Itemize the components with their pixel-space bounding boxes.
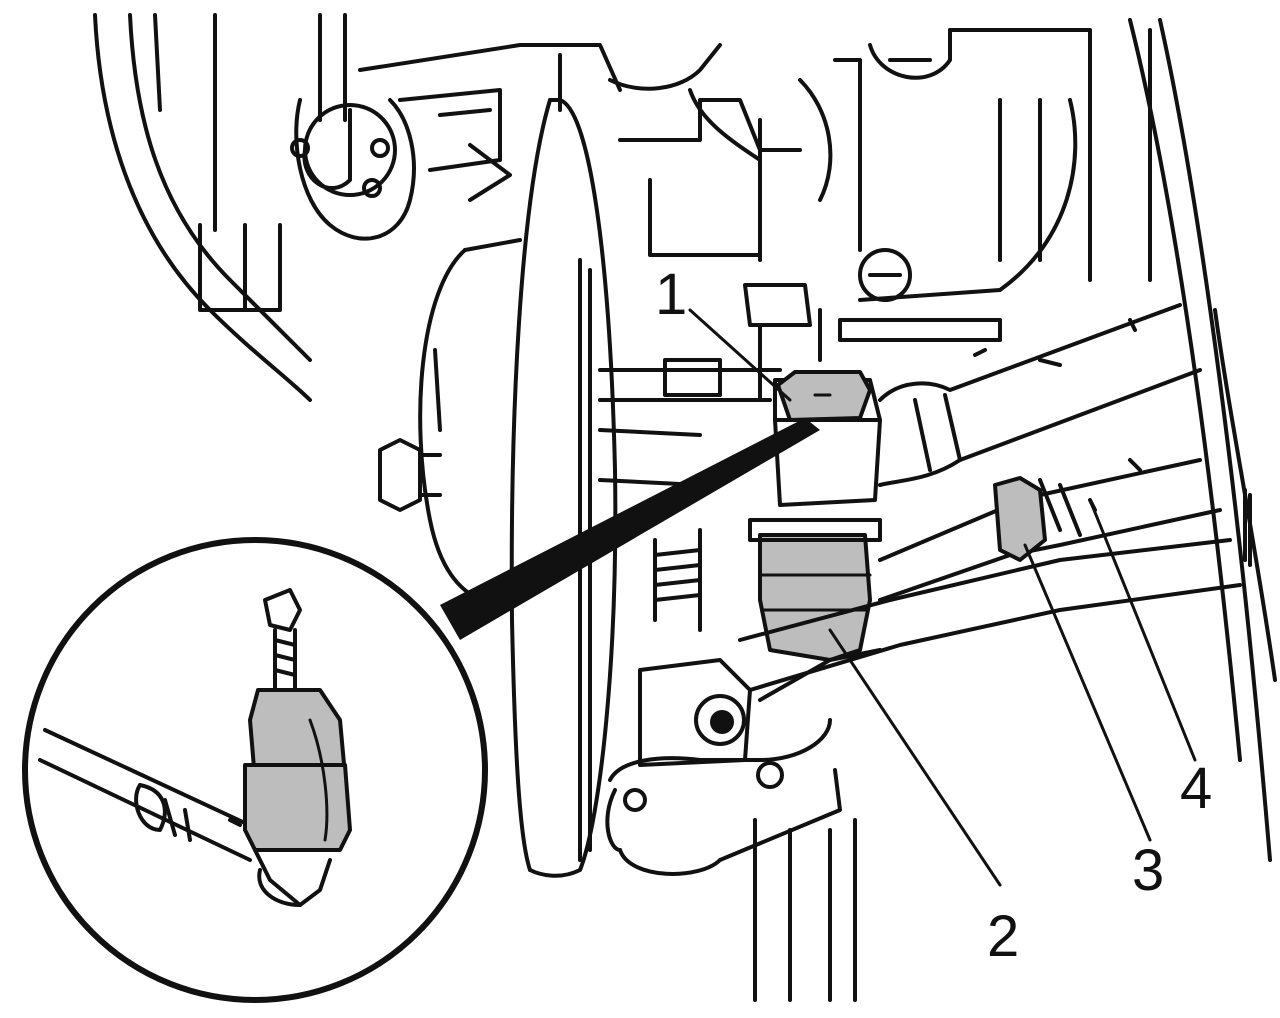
callout-3: 3 (1132, 838, 1165, 903)
leader-line-4 (1088, 498, 1197, 762)
callout-1: 1 (655, 262, 688, 327)
callout-2: 2 (987, 904, 1020, 969)
leader-line-2 (828, 628, 1002, 887)
inset-pointer (440, 418, 820, 640)
brake-disc (378, 98, 618, 878)
steering-knuckle (598, 283, 1242, 1002)
callout-4: 4 (1180, 756, 1213, 821)
leader-lines (688, 308, 1197, 887)
leader-line-3 (1023, 543, 1152, 842)
detail-inset (22, 537, 488, 1003)
leader-line-1 (688, 308, 792, 402)
engine-structure (93, 13, 1277, 862)
